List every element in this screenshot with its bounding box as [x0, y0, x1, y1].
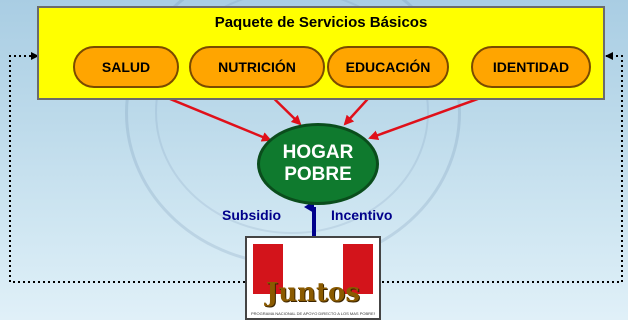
logo-name: Juntos [265, 278, 361, 308]
hogar-line-2: POBRE [284, 164, 352, 185]
services-title: Paquete de Servicios Básicos [214, 14, 428, 31]
logo-subtitle: PROGRAMA NACIONAL DE APOYO DIRECTO A LOS… [251, 311, 375, 316]
hogar-line-1: HOGAR [282, 142, 354, 163]
flag-red-right [343, 244, 373, 294]
hogar-pobre-node: HOGAR POBRE [257, 123, 379, 205]
subsidio-label: Subsidio [222, 207, 282, 223]
services-package-box: Paquete de Servicios Básicos SALUD NUTRI… [37, 6, 605, 100]
juntos-logo: Juntos PROGRAMA NACIONAL DE APOYO DIRECT… [245, 236, 381, 320]
service-identidad: IDENTIDAD [471, 46, 591, 88]
service-salud: SALUD [73, 46, 179, 88]
feedback-loop-left [9, 52, 250, 283]
service-educacion: EDUCACIÓN [327, 46, 449, 88]
flag-red-left [253, 244, 283, 294]
incentivo-label: Incentivo [331, 207, 393, 223]
service-nutricion: NUTRICIÓN [189, 46, 325, 88]
feedback-loop-right [382, 52, 623, 283]
